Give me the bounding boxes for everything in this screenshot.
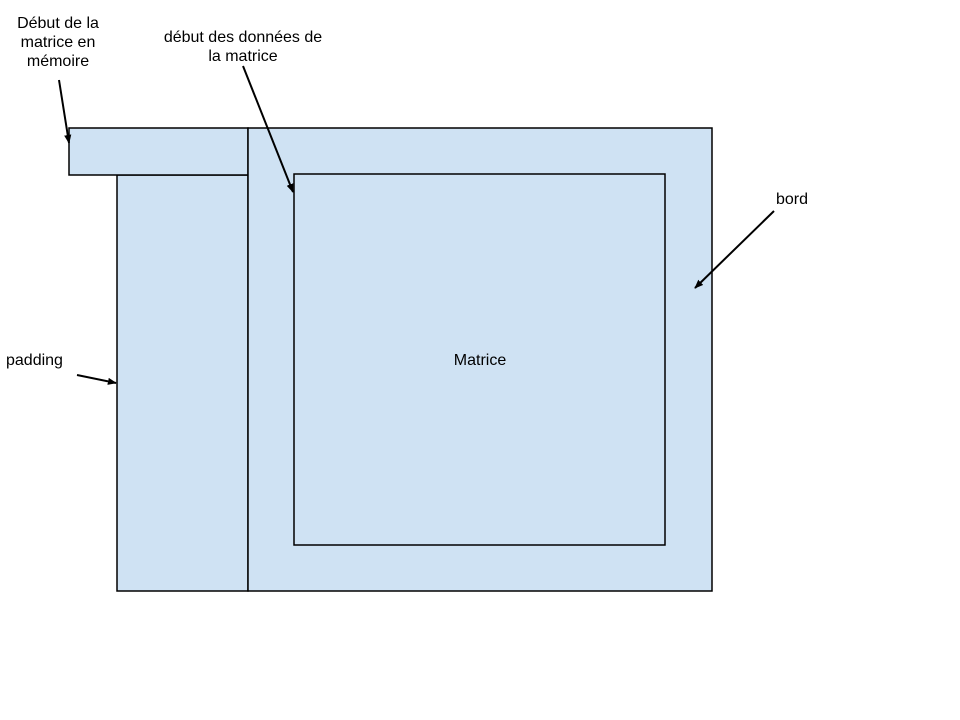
memory-start-strip bbox=[68, 127, 249, 176]
arrow-debut-memoire bbox=[58, 79, 72, 144]
label-debut-memoire: Début de la matrice en mémoire bbox=[17, 15, 99, 70]
label-bord: bord bbox=[776, 191, 809, 208]
label-matrice: Matrice bbox=[453, 352, 507, 369]
label-debut-donnees: début des données de la matrice bbox=[163, 29, 323, 65]
matrix-block bbox=[293, 173, 666, 546]
arrow-bord bbox=[694, 210, 775, 289]
arrow-padding bbox=[76, 374, 117, 385]
arrow-debut-donnees bbox=[242, 65, 294, 193]
label-padding: padding bbox=[6, 352, 63, 369]
padding-block bbox=[116, 174, 249, 592]
